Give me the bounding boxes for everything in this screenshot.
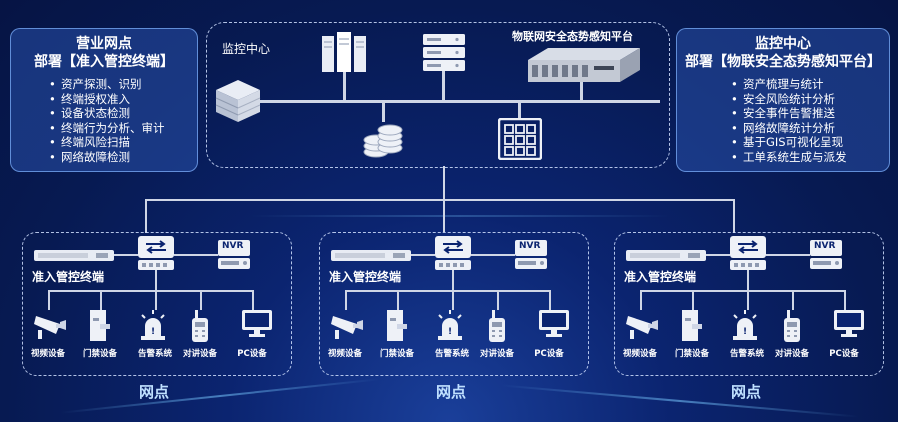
site-name-label: 网点: [139, 383, 170, 401]
site-box: [319, 232, 589, 376]
device-label: PC设备: [237, 349, 267, 359]
monitoring-deployment-panel: 监控中心 部署【物联安全态势感知平台】 资产梳理与统计 安全风险统计分析 安全事…: [676, 28, 890, 172]
list-item: 基于GIS可视化呈现: [731, 135, 889, 150]
walkie-talkie-icon: [190, 310, 210, 346]
terminal-appliance-icon: [34, 248, 114, 267]
walkie-talkie-icon: [782, 310, 802, 346]
monitor-icon: [834, 310, 864, 342]
panel-subtitle: 部署【准入管控终端】: [34, 54, 174, 70]
device-label: 告警系统: [434, 349, 469, 359]
cube-stack-icon: [215, 80, 261, 122]
feature-list: 资产梳理与统计 安全风险统计分析 安全事件告警推送 网络故障统计分析 基于GIS…: [677, 77, 889, 165]
panel-subtitle: 部署【物联安全态势感知平台】: [685, 54, 881, 70]
monitoring-center-label: 监控中心: [222, 42, 271, 56]
monitor-icon: [242, 310, 272, 342]
list-item: 终端风险扫描: [49, 135, 197, 150]
door-access-icon: [385, 310, 411, 346]
device-label: 对讲设备: [774, 349, 809, 359]
list-item: 工单系统生成与派发: [731, 150, 889, 165]
nvr-label: NVR: [814, 241, 836, 251]
nvr-icon: [218, 240, 250, 274]
platform-label: 物联网安全态势感知平台: [512, 30, 633, 43]
server-tower-icon: [322, 32, 366, 72]
terminal-appliance-icon: [331, 248, 411, 267]
device-label: 视频设备: [622, 349, 657, 359]
walkie-talkie-icon: [487, 310, 507, 346]
network-switch-icon: [435, 236, 471, 274]
terminal-label: 准入管控终端: [329, 270, 402, 284]
svg-text:!: !: [743, 327, 747, 337]
camera-icon: [331, 310, 365, 344]
svg-text:!: !: [448, 327, 452, 337]
grid-panel-icon: [498, 118, 542, 160]
site-box: [22, 232, 292, 376]
device-label: 门禁设备: [674, 349, 709, 359]
alarm-light-icon: !: [435, 310, 465, 344]
device-label: 告警系统: [137, 349, 172, 359]
monitor-icon: [539, 310, 569, 342]
device-label: 告警系统: [729, 349, 764, 359]
list-item: 资产探测、识别: [49, 77, 197, 92]
site-box: [614, 232, 884, 376]
list-item: 网络故障统计分析: [731, 121, 889, 136]
rack-appliance-icon: [528, 48, 640, 82]
device-label: PC设备: [829, 349, 859, 359]
device-label: 对讲设备: [479, 349, 514, 359]
door-access-icon: [680, 310, 706, 346]
feature-list: 资产探测、识别 终端授权准入 设备状态检测 终端行为分析、审计 终端风险扫描 网…: [11, 77, 197, 165]
panel-title: 营业网点: [76, 36, 132, 52]
door-access-icon: [88, 310, 114, 346]
site-name-label: 网点: [731, 383, 762, 401]
list-item: 资产梳理与统计: [731, 77, 889, 92]
network-switch-icon: [730, 236, 766, 274]
alarm-light-icon: !: [138, 310, 168, 344]
terminal-label: 准入管控终端: [32, 270, 105, 284]
alarm-light-icon: !: [730, 310, 760, 344]
device-bus-line: [640, 290, 846, 292]
nvr-icon: [810, 240, 842, 274]
list-item: 终端行为分析、审计: [49, 121, 197, 136]
device-label: PC设备: [534, 349, 564, 359]
monitoring-center-box: [206, 22, 670, 168]
list-item: 网络故障检测: [49, 150, 197, 165]
list-item: 安全风险统计分析: [731, 92, 889, 107]
database-icon: [363, 124, 403, 158]
rack-server-icon: [423, 34, 465, 71]
list-item: 终端授权准入: [49, 92, 197, 107]
device-label: 视频设备: [30, 349, 65, 359]
terminal-appliance-icon: [626, 248, 706, 267]
svg-text:!: !: [151, 327, 155, 337]
list-item: 设备状态检测: [49, 106, 197, 121]
network-switch-icon: [138, 236, 174, 274]
device-label: 对讲设备: [182, 349, 217, 359]
nvr-label: NVR: [222, 241, 244, 251]
camera-icon: [34, 310, 68, 344]
device-label: 门禁设备: [379, 349, 414, 359]
list-item: 安全事件告警推送: [731, 106, 889, 121]
distribution-line: [145, 199, 735, 201]
terminal-label: 准入管控终端: [624, 270, 697, 284]
panel-title: 监控中心: [755, 36, 811, 52]
site-name-label: 网点: [436, 383, 467, 401]
nvr-icon: [515, 240, 547, 274]
backbone-line: [250, 100, 660, 103]
device-bus-line: [48, 290, 254, 292]
device-label: 门禁设备: [82, 349, 117, 359]
camera-icon: [626, 310, 660, 344]
device-label: 视频设备: [327, 349, 362, 359]
device-bus-line: [345, 290, 551, 292]
nvr-label: NVR: [519, 241, 541, 251]
branch-deployment-panel: 营业网点 部署【准入管控终端】 资产探测、识别 终端授权准入 设备状态检测 终端…: [10, 28, 198, 172]
